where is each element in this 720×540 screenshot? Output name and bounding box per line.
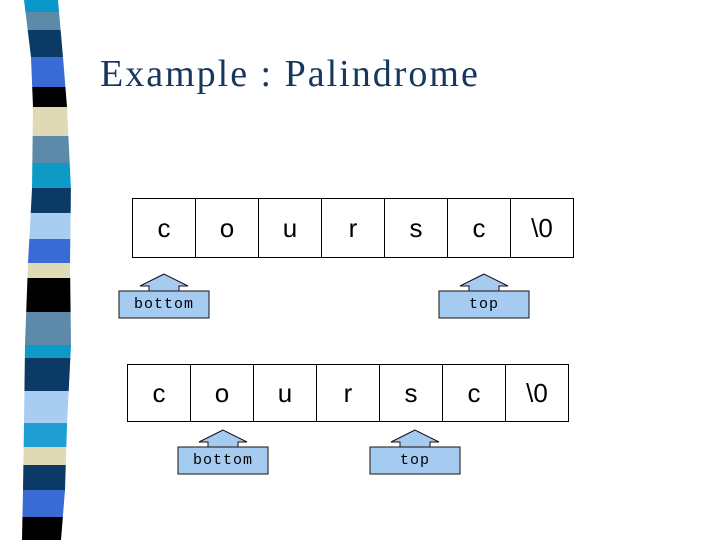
- ribbon-segment: [24, 358, 71, 391]
- ribbon-segment: [27, 263, 71, 278]
- char-cell: \0: [510, 198, 574, 258]
- pointer-callout: bottom: [177, 428, 269, 475]
- char-cell: \0: [505, 364, 569, 422]
- ribbon-segment: [32, 87, 67, 107]
- pointer-label: bottom: [133, 296, 194, 313]
- ribbon-segment: [23, 423, 68, 447]
- ribbon-segment: [27, 30, 63, 57]
- char-cell: s: [379, 364, 443, 422]
- pointer-callout: top: [369, 428, 461, 475]
- ribbon-decoration: [22, 0, 71, 540]
- ribbon-segment: [32, 107, 69, 136]
- ribbon-segment: [30, 188, 71, 213]
- ribbon-segment: [22, 517, 63, 540]
- ribbon-segment: [32, 136, 70, 163]
- pointer-label: top: [468, 296, 499, 313]
- ribbon-segment: [24, 345, 71, 358]
- ribbon-segment: [25, 12, 61, 30]
- ribbon-segment: [32, 163, 71, 188]
- char-cell: u: [258, 198, 322, 258]
- char-cell: c: [442, 364, 506, 422]
- ribbon-segment: [25, 312, 71, 345]
- ribbon-segment: [22, 490, 65, 517]
- pointer-label: bottom: [192, 452, 253, 469]
- pointer-callout: top: [438, 272, 530, 319]
- ribbon-segment: [23, 465, 66, 490]
- ribbon-segment: [23, 447, 67, 465]
- ribbon-segment: [24, 391, 69, 423]
- slide-title: Example : Palindrome: [100, 53, 480, 95]
- pointer-callout: bottom: [118, 272, 210, 319]
- char-cell: s: [384, 198, 448, 258]
- ribbon-segment: [28, 239, 71, 263]
- char-cell: c: [447, 198, 511, 258]
- char-cell: c: [132, 198, 196, 258]
- ribbon-segment: [26, 278, 71, 312]
- ribbon-segment: [31, 57, 66, 87]
- pointer-box: [118, 290, 210, 319]
- char-cell: r: [316, 364, 380, 422]
- char-cell: u: [253, 364, 317, 422]
- char-cell: o: [195, 198, 259, 258]
- pointer-box: [438, 290, 530, 319]
- ribbon-segment: [24, 0, 60, 12]
- pointer-box: [369, 446, 461, 475]
- pointer-label: top: [399, 452, 430, 469]
- pointer-box: [177, 446, 269, 475]
- char-cell: r: [321, 198, 385, 258]
- char-cell: c: [127, 364, 191, 422]
- char-cell: o: [190, 364, 254, 422]
- ribbon-segment: [29, 213, 71, 239]
